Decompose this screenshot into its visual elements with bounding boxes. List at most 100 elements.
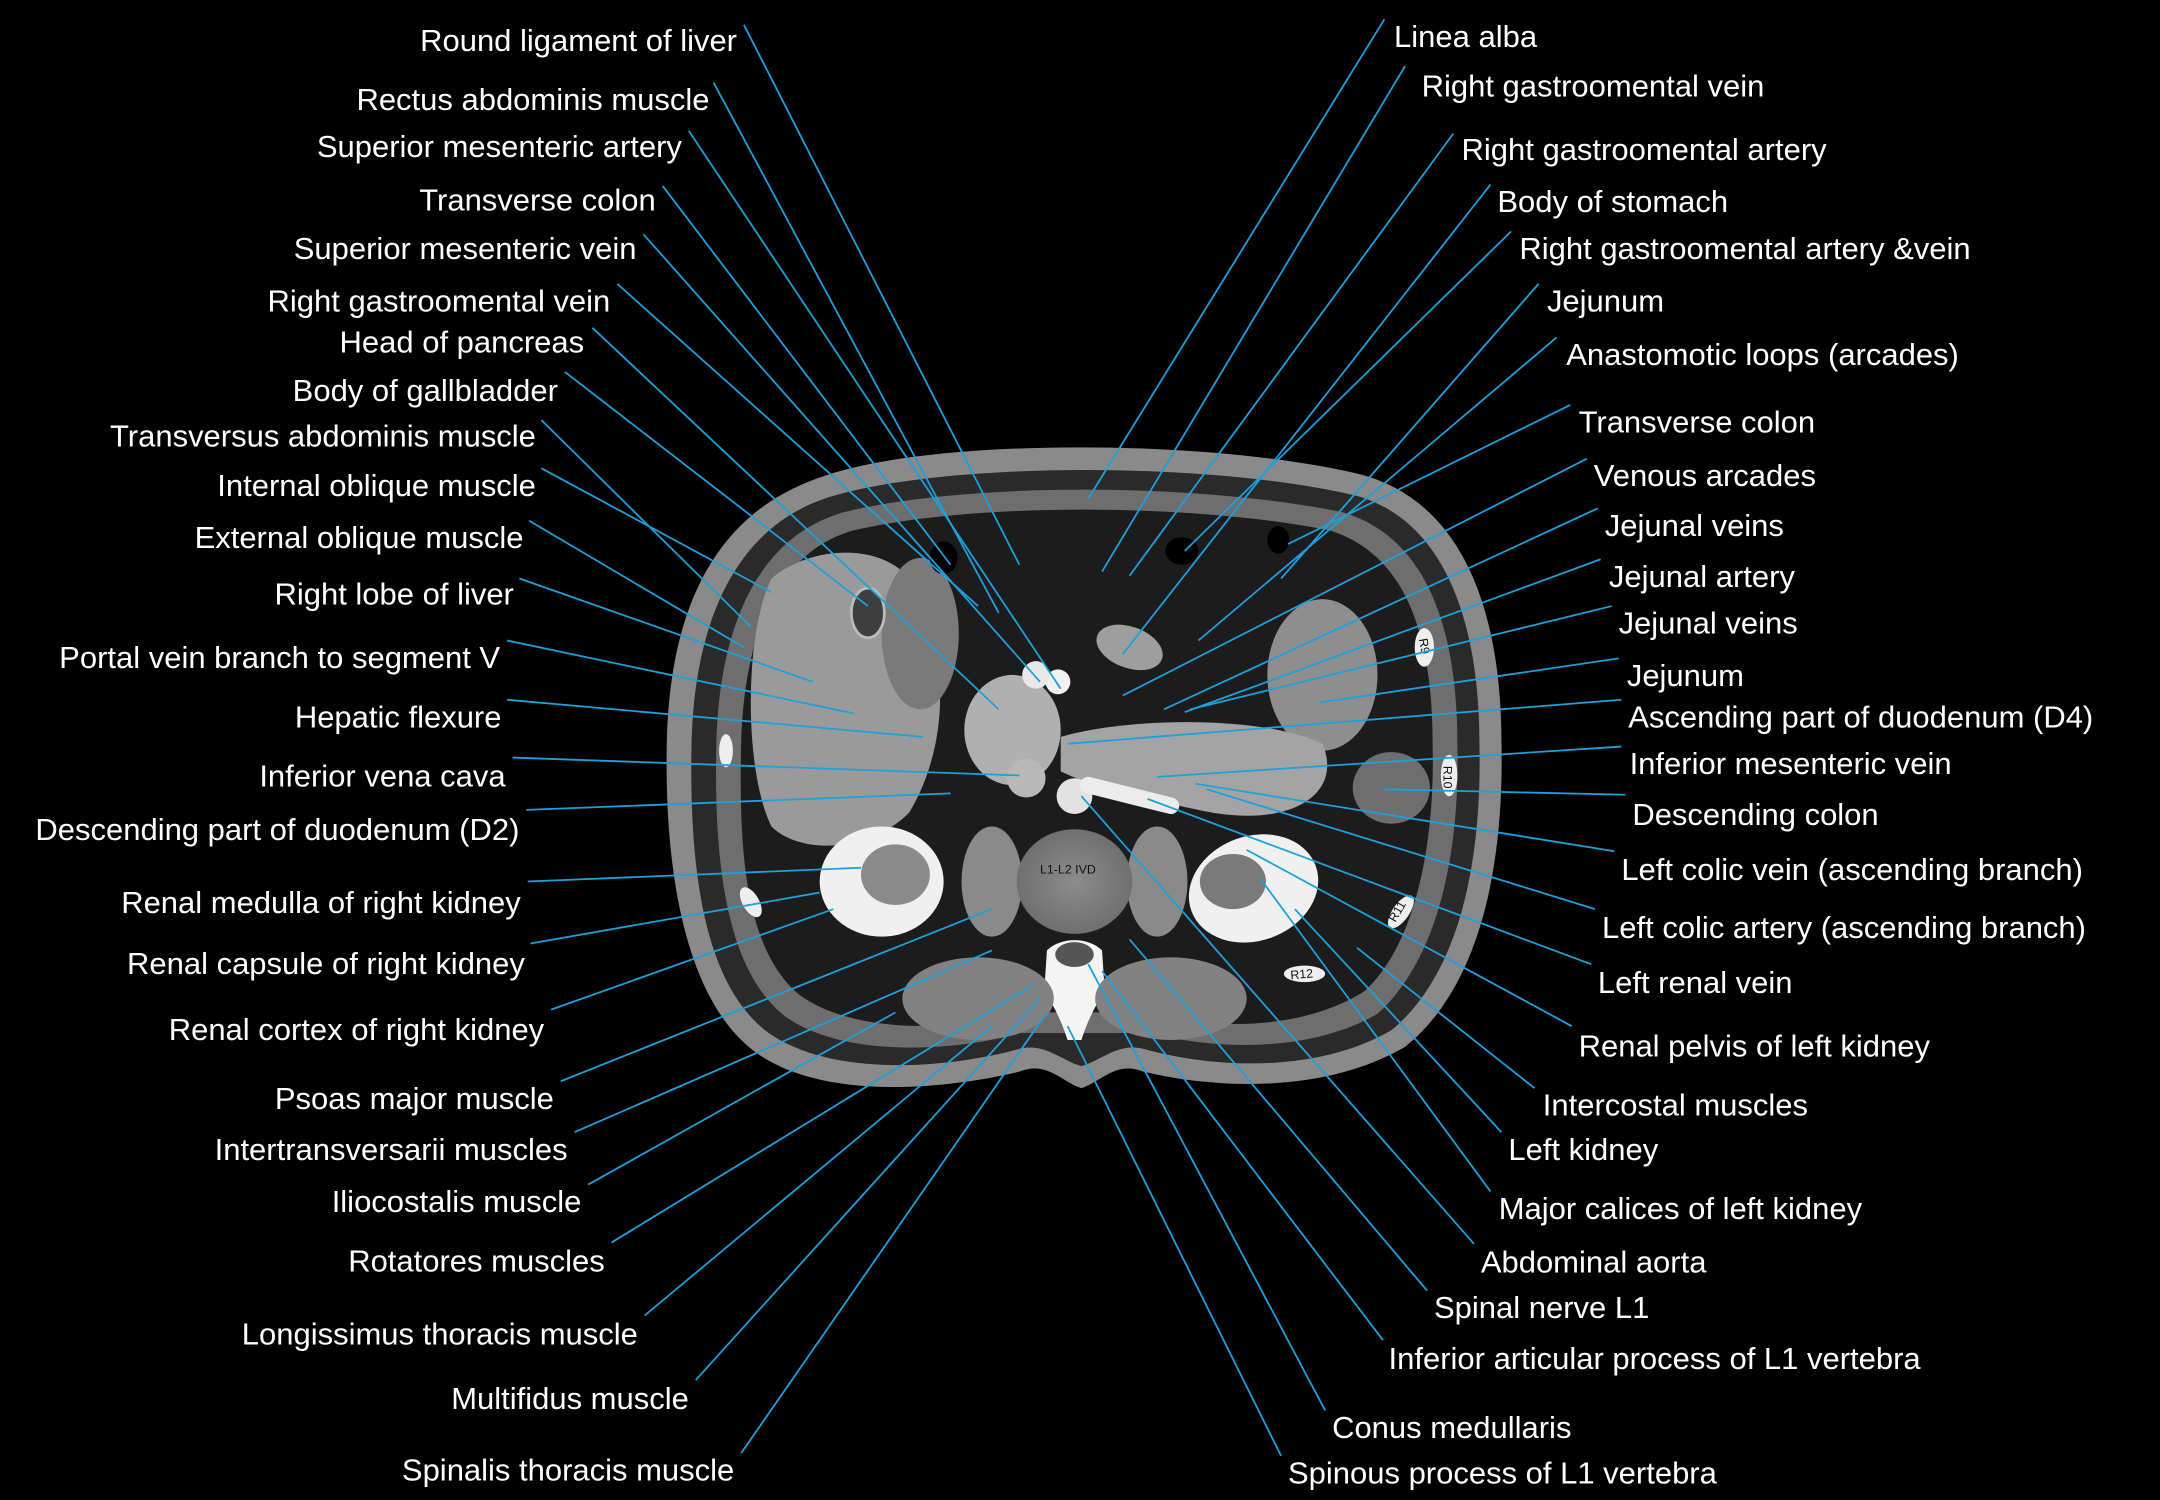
rib-right <box>739 887 762 918</box>
leader-line-venous-arcades <box>1122 457 1588 697</box>
leader-line-conus-medullaris <box>1087 963 1326 1411</box>
leader-line-renal-pelvis-of-left-kidney <box>1246 849 1573 1027</box>
label-descending-colon: Descending colon <box>1632 797 1878 832</box>
label-longissimus-thoracis-muscle: Longissimus thoracis muscle <box>242 1316 638 1351</box>
leader-line-body-of-gallbladder <box>564 371 869 607</box>
leader-line-jejunal-artery <box>1184 558 1601 713</box>
bowel-gas <box>1165 537 1199 565</box>
jejunum-loops <box>1267 599 1378 751</box>
right-kidney-medulla <box>860 844 930 905</box>
label-intercostal-muscles: Intercostal muscles <box>1543 1088 1808 1123</box>
leader-line-linea-alba <box>1087 18 1386 500</box>
gallbladder <box>849 586 886 640</box>
ivc <box>1006 758 1046 798</box>
label-transversus-abdominis-muscle: Transversus abdominis muscle <box>110 418 536 453</box>
leader-line-superior-mesenteric-artery <box>688 130 1062 690</box>
rib-r11 <box>1387 895 1414 929</box>
label-renal-cortex-of-right-kidney: Renal cortex of right kidney <box>169 1012 545 1047</box>
leader-line-right-gastroomental-vein <box>616 283 979 607</box>
leader-line-intertransversarii-muscles <box>574 949 993 1134</box>
label-psoas-major-muscle: Psoas major muscle <box>275 1081 554 1116</box>
leader-line-longissimus-thoracis-muscle <box>644 1025 993 1317</box>
label-round-ligament-of-liver: Round ligament of liver <box>420 23 737 58</box>
leader-line-round-ligament-of-liver <box>743 24 1021 566</box>
label-venous-arcades: Venous arcades <box>1594 458 1816 493</box>
label-descending-part-of-duodenum-d2: Descending part of duodenum (D2) <box>35 812 519 847</box>
leader-line-left-kidney <box>1294 908 1503 1133</box>
leader-line-portal-vein-branch-to-segment-v <box>506 639 855 715</box>
label-left-renal-vein: Left renal vein <box>1598 965 1793 1000</box>
label-right-gastroomental-vein: Right gastroomental vein <box>268 283 611 318</box>
label-intertransversarii-muscles: Intertransversarii muscles <box>215 1132 568 1167</box>
leader-line-rotatores-muscles <box>611 984 1034 1244</box>
label-renal-capsule-of-right-kidney: Renal capsule of right kidney <box>127 946 525 981</box>
label-transverse-colon: Transverse colon <box>419 183 655 218</box>
label-renal-pelvis-of-left-kidney: Renal pelvis of left kidney <box>1579 1028 1931 1063</box>
label-inferior-vena-cava: Inferior vena cava <box>259 759 506 794</box>
leader-line-spinalis-thoracis-muscle <box>740 1011 1048 1454</box>
leader-line-descending-part-of-duodenum-d2 <box>526 792 951 811</box>
leader-line-right-gastroomental-artery-vein <box>1184 230 1512 552</box>
leader-line-anastomotic-loops-arcades <box>1197 336 1558 642</box>
vertebral-level-label: L1-L2 IVD <box>1040 862 1096 876</box>
label-rectus-abdominis-muscle: Rectus abdominis muscle <box>356 82 709 117</box>
hepatic-flexure <box>881 557 959 710</box>
leader-line-jejunal-veins <box>1189 605 1612 711</box>
label-right-lobe-of-liver: Right lobe of liver <box>274 577 513 612</box>
label-jejunal-artery: Jejunal artery <box>1609 559 1796 594</box>
leader-line-renal-cortex-of-right-kidney <box>550 908 834 1011</box>
leader-line-renal-capsule-of-right-kidney <box>530 891 820 945</box>
label-left-colic-vein-ascending-branch: Left colic vein (ascending branch) <box>1621 852 2083 887</box>
label-conus-medullaris: Conus medullaris <box>1332 1410 1571 1445</box>
label-ascending-part-of-duodenum-d4: Ascending part of duodenum (D4) <box>1628 699 2093 734</box>
label-left-kidney: Left kidney <box>1508 1132 1658 1167</box>
label-multifidus-muscle: Multifidus muscle <box>451 1381 689 1416</box>
label-right-gastroomental-vein: Right gastroomental vein <box>1422 68 1765 103</box>
leader-line-right-lobe-of-liver <box>519 577 814 683</box>
label-rotatores-muscles: Rotatores muscles <box>348 1243 605 1278</box>
leader-line-spinous-process-of-l1-vertebra <box>1066 1025 1282 1457</box>
label-jejunum: Jejunum <box>1627 658 1744 693</box>
leader-line-abdominal-aorta <box>1080 795 1475 1245</box>
label-spinous-process-of-l1-vertebra: Spinous process of L1 vertebra <box>1288 1455 1718 1490</box>
leader-line-inferior-mesenteric-vein <box>1157 745 1622 778</box>
pancreas <box>964 674 1061 786</box>
vertebral-disc <box>1016 829 1133 934</box>
leader-line-jejunum <box>1319 657 1619 704</box>
label-anastomotic-loops-arcades: Anastomotic loops (arcades) <box>1566 337 1959 372</box>
label-left-colic-artery-ascending-branch: Left colic artery (ascending branch) <box>1602 910 2086 945</box>
leader-line-head-of-pancreas <box>591 327 1000 711</box>
leader-line-internal-oblique-muscle <box>541 467 772 594</box>
label-superior-mesenteric-artery: Superior mesenteric artery <box>317 129 683 164</box>
leader-line-hepatic-flexure <box>506 698 924 738</box>
label-major-calices-of-left-kidney: Major calices of left kidney <box>1499 1191 1863 1226</box>
leader-line-renal-medulla-of-right-kidney <box>527 866 862 883</box>
label-body-of-stomach: Body of stomach <box>1497 184 1728 219</box>
leader-line-inferior-vena-cava <box>512 756 1020 777</box>
back-muscles-right <box>902 957 1054 1040</box>
label-internal-oblique-muscle: Internal oblique muscle <box>217 468 536 503</box>
rib-marker-r10: R10 <box>1441 766 1455 789</box>
rib-r9 <box>1414 628 1434 667</box>
leader-line-descending-colon <box>1384 788 1626 796</box>
leader-line-inferior-articular-process-of-l1-vertebra <box>1101 970 1384 1341</box>
leader-line-ascending-part-of-duodenum-d4 <box>1067 698 1622 745</box>
label-jejunal-veins: Jejunal veins <box>1619 606 1798 641</box>
left-kidney-pelvis <box>1199 853 1266 910</box>
rib-right <box>719 734 733 768</box>
rib-marker-r12: R12 <box>1290 966 1314 982</box>
back-muscles-left <box>1095 957 1247 1040</box>
leader-line-right-gastroomental-vein <box>1101 65 1406 573</box>
label-jejunum: Jejunum <box>1547 283 1664 318</box>
rib-r10 <box>1440 754 1458 797</box>
label-spinalis-thoracis-muscle: Spinalis thoracis muscle <box>402 1453 734 1488</box>
leader-line-iliocostalis-muscle <box>587 1011 896 1186</box>
leader-line-left-renal-vein <box>1147 798 1592 966</box>
label-superior-mesenteric-vein: Superior mesenteric vein <box>294 231 637 266</box>
leader-line-jejunal-veins <box>1163 507 1599 711</box>
label-renal-medulla-of-right-kidney: Renal medulla of right kidney <box>121 885 521 920</box>
label-jejunal-veins: Jejunal veins <box>1605 508 1784 543</box>
bowel-gas <box>929 541 958 575</box>
leader-line-jejunum <box>1280 283 1540 580</box>
